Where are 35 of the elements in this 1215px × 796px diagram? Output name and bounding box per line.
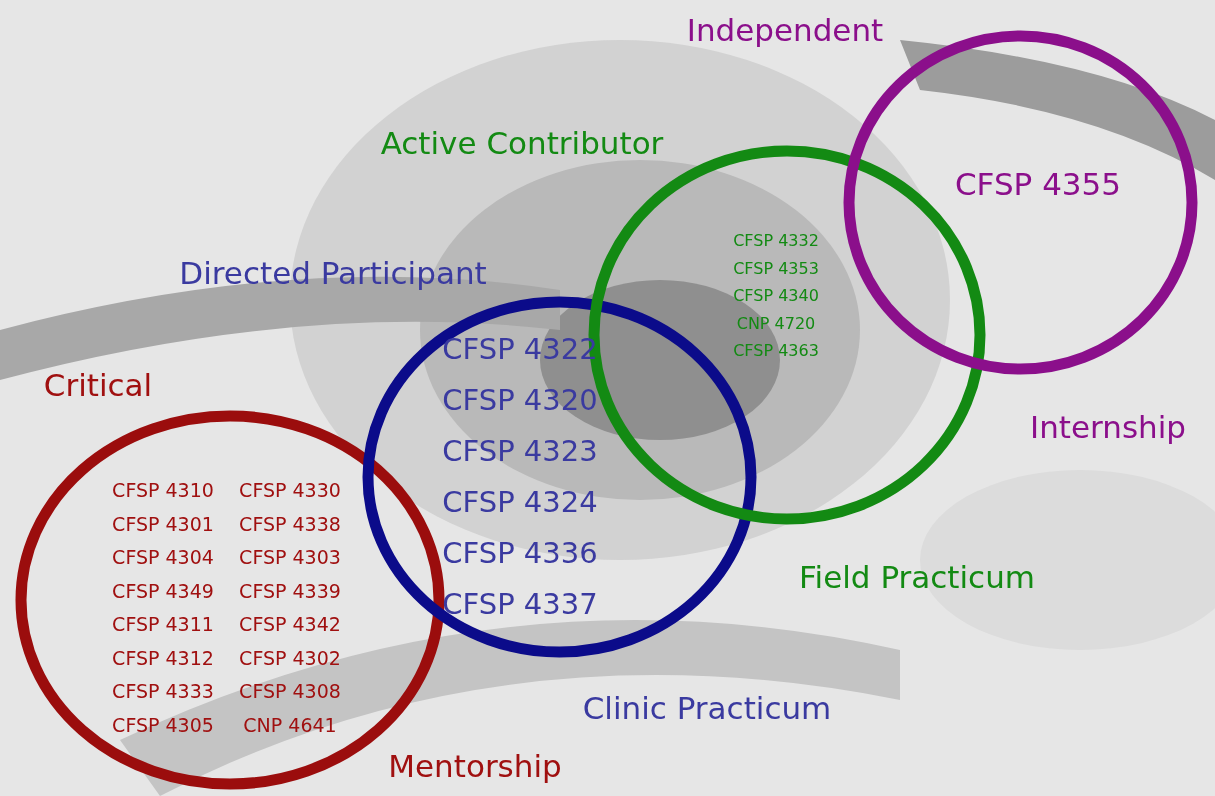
course-code: CFSP 4305	[112, 714, 214, 735]
circle-caption: Mentorship	[388, 748, 562, 784]
course-code: CNP 4641	[243, 714, 337, 735]
course-code: CFSP 4301	[112, 513, 214, 534]
course-code: CFSP 4303	[239, 546, 341, 568]
circle-caption: Internship	[1030, 409, 1186, 445]
course-code: CFSP 4333	[112, 680, 214, 702]
course-code: CFSP 4324	[442, 487, 598, 519]
course-code: CFSP 4312	[112, 647, 214, 668]
circle-heading: Directed Participant	[179, 255, 487, 291]
course-code: CFSP 4308	[239, 680, 341, 702]
course-code: CFSP 4311	[112, 613, 214, 635]
course-code: CFSP 4323	[442, 436, 598, 468]
course-code: CFSP 4342	[239, 613, 341, 635]
circle-caption: Clinic Practicum	[582, 690, 832, 726]
circle-caption: Field Practicum	[799, 559, 1035, 595]
course-code: CFSP 4353	[733, 259, 819, 278]
course-code: CFSP 4355	[954, 166, 1122, 202]
course-code: CFSP 4337	[442, 589, 598, 621]
circle-heading: Critical	[43, 367, 153, 403]
course-code: CFSP 4340	[733, 287, 819, 305]
circle-heading: Independent	[686, 12, 884, 48]
course-code: CFSP 4336	[442, 538, 598, 570]
course-code: CNP 4720	[736, 314, 816, 333]
circle-heading: Active Contributor	[380, 125, 664, 161]
course-code: CFSP 4302	[239, 647, 341, 668]
course-code: CFSP 4338	[239, 513, 341, 534]
course-code: CFSP 4310	[112, 479, 214, 501]
course-code: CFSP 4363	[733, 342, 819, 360]
course-code: CFSP 4330	[239, 479, 341, 501]
course-code: CFSP 4332	[733, 232, 819, 250]
course-code: CFSP 4304	[112, 546, 214, 568]
course-code: CFSP 4339	[239, 580, 341, 601]
course-code: CFSP 4349	[112, 580, 214, 601]
course-code: CFSP 4320	[442, 385, 598, 417]
